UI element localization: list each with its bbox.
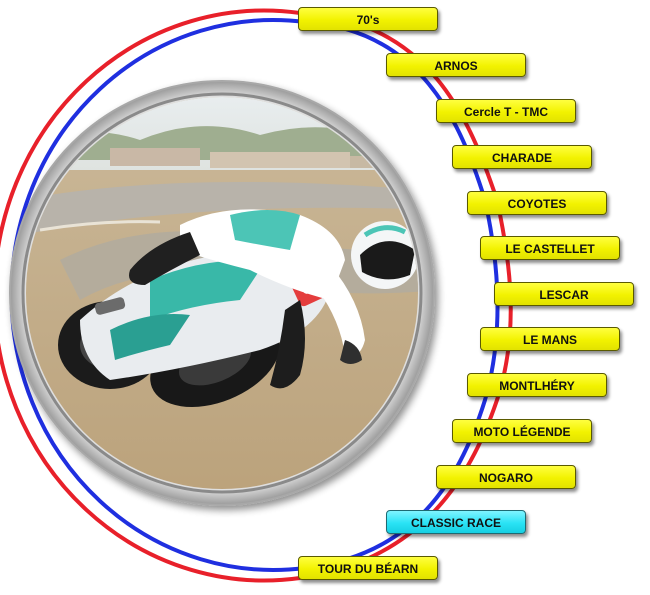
nav-item-coyotes[interactable]: COYOTES — [467, 191, 607, 215]
nav-item-70s[interactable]: 70's — [298, 7, 438, 31]
red-arc — [0, 8, 301, 583]
nav-item-charade[interactable]: CHARADE — [452, 145, 592, 169]
nav-item-arnos[interactable]: ARNOS — [386, 53, 526, 77]
nav-item-cercle-t-tmc[interactable]: Cercle T - TMC — [436, 99, 576, 123]
nav-item-moto-legende[interactable]: MOTO LÉGENDE — [452, 419, 592, 443]
nav-item-le-castellet[interactable]: LE CASTELLET — [480, 236, 620, 260]
nav-item-nogaro[interactable]: NOGARO — [436, 465, 576, 489]
rider — [129, 209, 418, 389]
white-arc — [1, 14, 304, 577]
nav-item-montlhery[interactable]: MONTLHÉRY — [467, 373, 607, 397]
nav-item-le-mans[interactable]: LE MANS — [480, 327, 620, 351]
nav-item-classic-race[interactable]: CLASSIC RACE — [386, 510, 526, 534]
nav-item-lescar[interactable]: LESCAR — [494, 282, 634, 306]
nav-item-tour-du-bearn[interactable]: TOUR DU BÉARN — [298, 556, 438, 580]
